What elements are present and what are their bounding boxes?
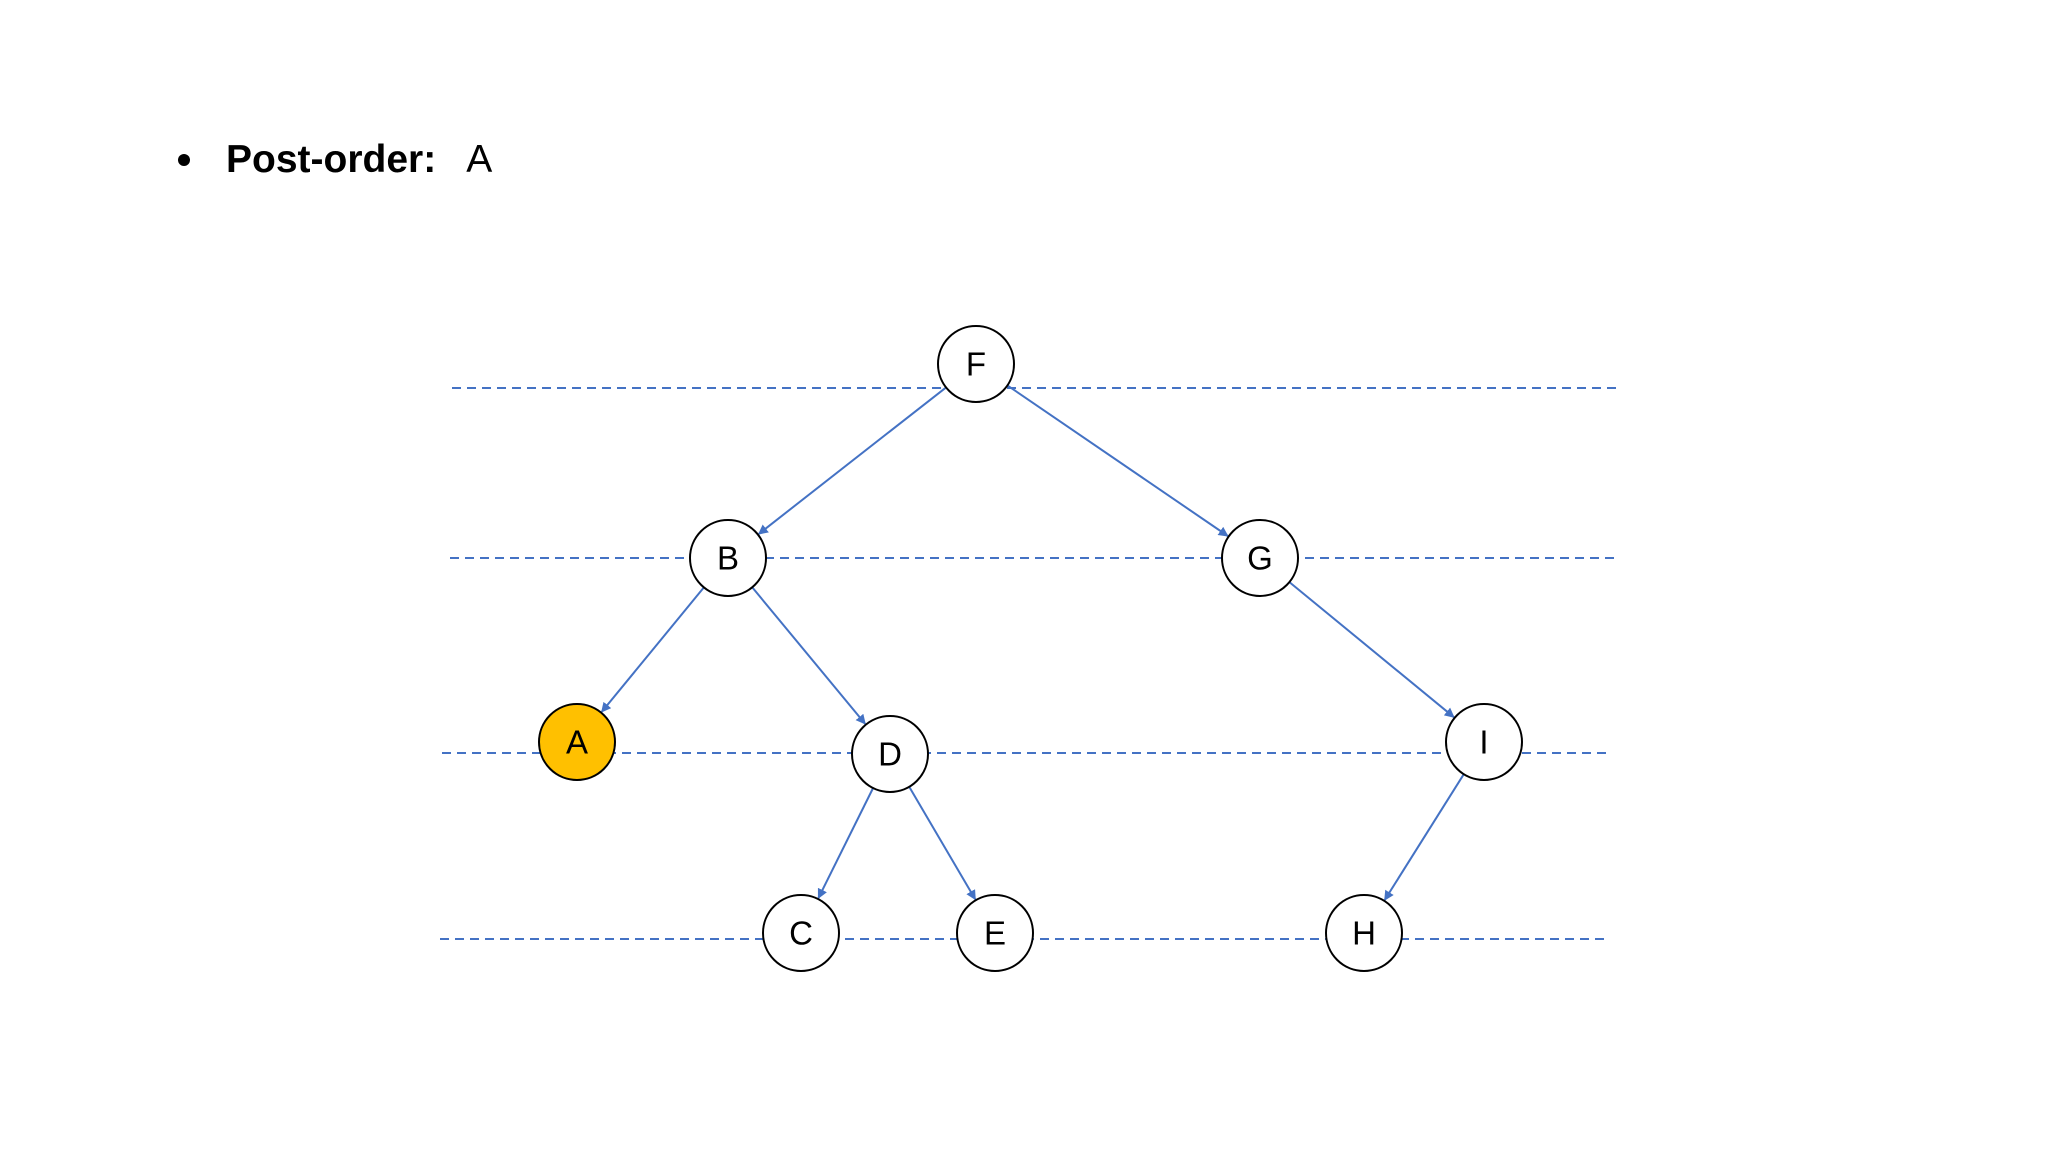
edge-g-i: [1288, 581, 1455, 718]
node-c: C: [762, 894, 840, 972]
post-order-label: Post-order:: [226, 138, 437, 181]
node-circle-h: [1325, 894, 1403, 972]
node-g: G: [1221, 519, 1299, 597]
node-label-h: H: [1352, 915, 1376, 952]
node-label-i: I: [1479, 724, 1488, 761]
node-i: I: [1445, 703, 1523, 781]
node-circle-a: [538, 703, 616, 781]
node-circle-f: [937, 325, 1015, 403]
edge-d-c: [817, 787, 874, 899]
edge-d-e: [908, 786, 977, 901]
edges-layer: [600, 384, 1465, 901]
node-d: D: [851, 715, 929, 793]
node-circle-b: [689, 519, 767, 597]
bullet-icon: [178, 154, 190, 166]
node-label-f: F: [966, 346, 986, 383]
edge-i-h: [1383, 773, 1465, 901]
node-a: A: [538, 703, 616, 781]
node-f: F: [937, 325, 1015, 403]
node-label-c: C: [789, 915, 813, 952]
edge-b-a: [600, 586, 705, 713]
node-circle-i: [1445, 703, 1523, 781]
node-label-g: G: [1247, 540, 1273, 577]
node-circle-c: [762, 894, 840, 972]
edge-f-b: [757, 386, 947, 535]
node-circle-e: [956, 894, 1034, 972]
node-circle-g: [1221, 519, 1299, 597]
post-order-value: A: [466, 138, 493, 181]
post-order-line: Post-order: A: [178, 130, 492, 190]
edge-b-d: [751, 586, 866, 725]
node-b: B: [689, 519, 767, 597]
node-circle-d: [851, 715, 929, 793]
nodes-layer: F B G A D I C E H: [538, 325, 1523, 972]
node-label-e: E: [984, 915, 1006, 952]
node-label-b: B: [717, 540, 739, 577]
node-label-d: D: [878, 736, 902, 773]
node-h: H: [1325, 894, 1403, 972]
node-e: E: [956, 894, 1034, 972]
edge-f-g: [1006, 384, 1229, 537]
node-label-a: A: [566, 724, 588, 761]
